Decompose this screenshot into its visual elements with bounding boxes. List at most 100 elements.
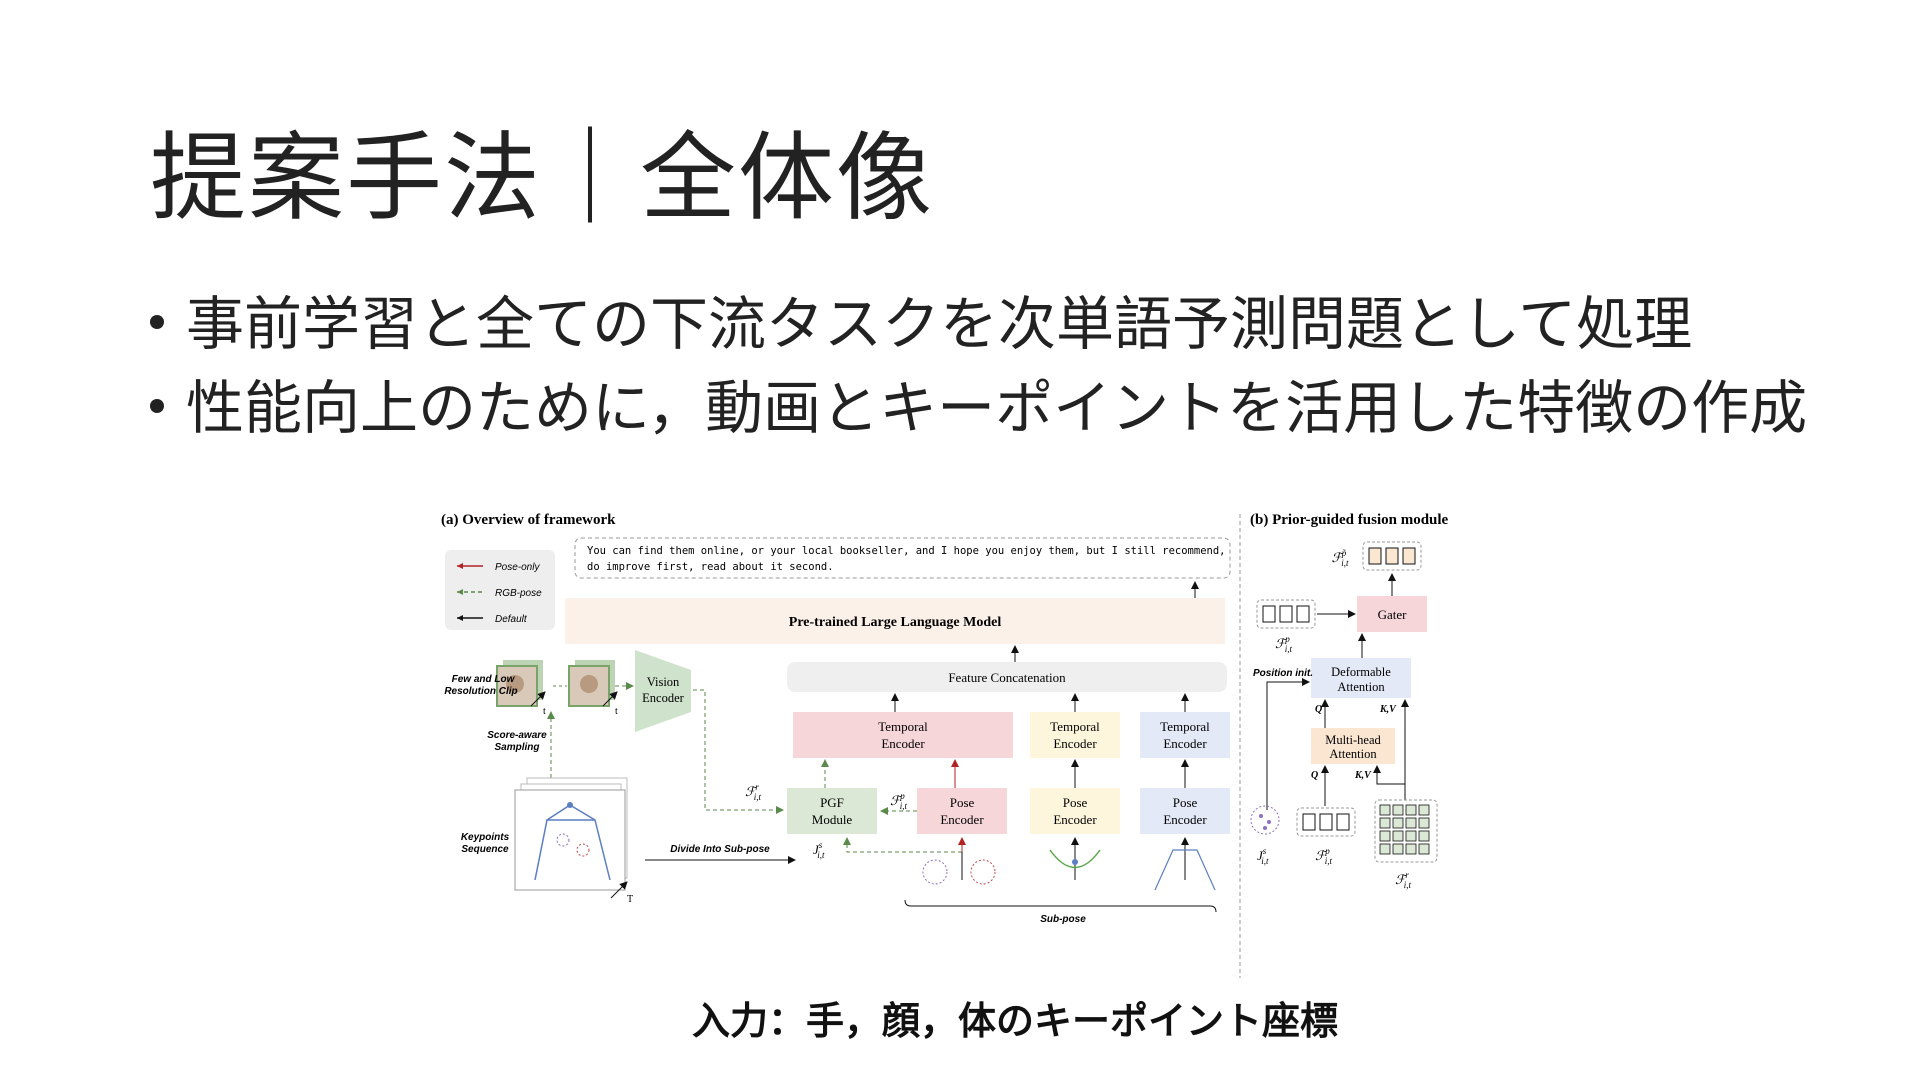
- subpose-hands: [922, 859, 996, 885]
- position-init-label: Position init.: [1253, 668, 1313, 679]
- legend-black-arrowhead: [457, 615, 463, 621]
- slide-title: 提案手法｜全体像: [150, 122, 934, 234]
- sampling-label: Score-aware: [487, 730, 547, 741]
- clip-hand-1: [506, 675, 524, 693]
- arrow-vision-to-pgf: [693, 689, 784, 814]
- clip-hand-2: [580, 675, 598, 693]
- temporal-encoder-2-label: Temporal: [1050, 719, 1100, 734]
- framework-diagram: (a) Overview of framework (b) Prior-guid…: [441, 512, 1449, 978]
- skeleton-hand-left: [556, 833, 570, 847]
- gater-box: [1357, 596, 1427, 632]
- llm-label: Pre-trained Large Language Model: [789, 615, 1002, 630]
- pose-encoder-2-label2: Encoder: [1053, 812, 1097, 827]
- deformable-attention-box: [1311, 658, 1411, 698]
- kv-label-mha: K,V: [1354, 770, 1372, 781]
- fr-grid-cell: [1379, 804, 1391, 816]
- bullet-list: 事前学習と全ての下流タスクを次単語予測問題として処理 性能向上のために，動画とキ…: [150, 282, 1807, 450]
- fr-grid: [1379, 804, 1430, 855]
- vision-encoder-shape: [635, 650, 691, 732]
- clip-axis-2: [602, 691, 618, 707]
- feature-concat-label: Feature Concatenation: [948, 670, 1066, 685]
- bullet-dot: [150, 399, 164, 413]
- output-token: [1385, 547, 1399, 565]
- pose-encoder-1-label: Pose: [950, 795, 975, 810]
- mha-label2: Attention: [1329, 747, 1377, 761]
- pgf-module-box: [787, 788, 877, 834]
- fp-token: [1319, 813, 1333, 831]
- fp-token: [1279, 605, 1293, 623]
- pose-encoder-1-label2: Encoder: [940, 812, 984, 827]
- kv-label-deform: K,V: [1379, 704, 1397, 715]
- legend-box: [445, 550, 555, 630]
- fr-grid-cell: [1405, 804, 1417, 816]
- bullet-item: 性能向上のために，動画とキーポイントを活用した特徴の作成: [150, 366, 1807, 450]
- legend-rgb-pose: RGB-pose: [495, 588, 542, 599]
- temporal-encoder-1-label2: Encoder: [881, 736, 925, 751]
- framework-figure: (a) Overview of framework (b) Prior-guid…: [435, 500, 1495, 980]
- panel-a-title: (a) Overview of framework: [441, 512, 616, 528]
- skeleton-head: [567, 802, 573, 808]
- f-ptilde-symbol: ℱp̃i,t: [1332, 548, 1349, 568]
- legend-pose-only: Pose-only: [495, 562, 540, 573]
- js-keypoints-thumb: [1250, 805, 1280, 835]
- subpose-face-nose: [1072, 859, 1078, 865]
- fr-grid-cell: [1379, 830, 1391, 842]
- clip-axis-1: [530, 691, 546, 707]
- bullet-text: 事前学習と全ての下流タスクを次単語予測問題として処理: [186, 290, 1693, 358]
- pose-encoder-2: [1030, 788, 1120, 834]
- subpose-body: [1154, 849, 1216, 891]
- fr-grid-cell: [1405, 817, 1417, 829]
- bullet-dot: [150, 315, 164, 329]
- temporal-encoder-3-label: Temporal: [1160, 719, 1210, 734]
- pose-encoder-3-label2: Encoder: [1163, 812, 1207, 827]
- keypoints-label2: Sequence: [461, 844, 509, 855]
- fr-grid-cell: [1418, 817, 1430, 829]
- pose-encoder-3: [1140, 788, 1230, 834]
- skeleton-hand-right: [576, 843, 590, 857]
- deformable-label2: Attention: [1337, 680, 1385, 694]
- vision-encoder-label: Vision: [647, 675, 680, 689]
- legend-red-arrowhead: [457, 563, 463, 569]
- subpose-brace: [904, 899, 1217, 913]
- mha-label: Multi-head: [1325, 733, 1381, 747]
- fp-token: [1302, 813, 1316, 831]
- temporal-encoder-2: [1030, 712, 1120, 758]
- output-token: [1368, 547, 1382, 565]
- subpose-face: [1049, 849, 1101, 869]
- fr-grid-cell: [1405, 830, 1417, 842]
- arrow-position-init: [1266, 678, 1310, 810]
- clip-label: Few and Low: [452, 674, 516, 685]
- llm-box: [565, 598, 1225, 644]
- clip-axis-t-1: t: [543, 706, 546, 717]
- output-token: [1402, 547, 1416, 565]
- temporal-encoder-1: [793, 712, 1013, 758]
- vision-encoder-label2: Encoder: [642, 691, 684, 705]
- temporal-encoder-3-label2: Encoder: [1163, 736, 1207, 751]
- feature-concat-box: [787, 662, 1227, 692]
- keypoints-label: Keypoints: [461, 832, 510, 843]
- fr-grid-cell: [1392, 817, 1404, 829]
- divide-label: Divide Into Sub-pose: [670, 844, 770, 855]
- fp-token: [1296, 605, 1310, 623]
- q-label-mha: Q: [1311, 770, 1318, 781]
- pgf-label: PGF: [820, 795, 844, 810]
- temporal-encoder-2-label2: Encoder: [1053, 736, 1097, 751]
- fr-grid-cell: [1379, 817, 1391, 829]
- temporal-encoder-1-label: Temporal: [878, 719, 928, 734]
- pose-encoder-2-label: Pose: [1063, 795, 1088, 810]
- fr-grid-cell: [1405, 843, 1417, 855]
- keypoints-axis-T: T: [627, 894, 633, 905]
- arrow-fr-to-mha: [1373, 765, 1405, 785]
- deformable-label: Deformable: [1331, 665, 1391, 679]
- temporal-encoder-3: [1140, 712, 1230, 758]
- fr-grid-cell: [1392, 804, 1404, 816]
- fr-grid-cell: [1418, 830, 1430, 842]
- arrow-js-to-pgf: [843, 837, 962, 853]
- legend-default: Default: [495, 614, 528, 625]
